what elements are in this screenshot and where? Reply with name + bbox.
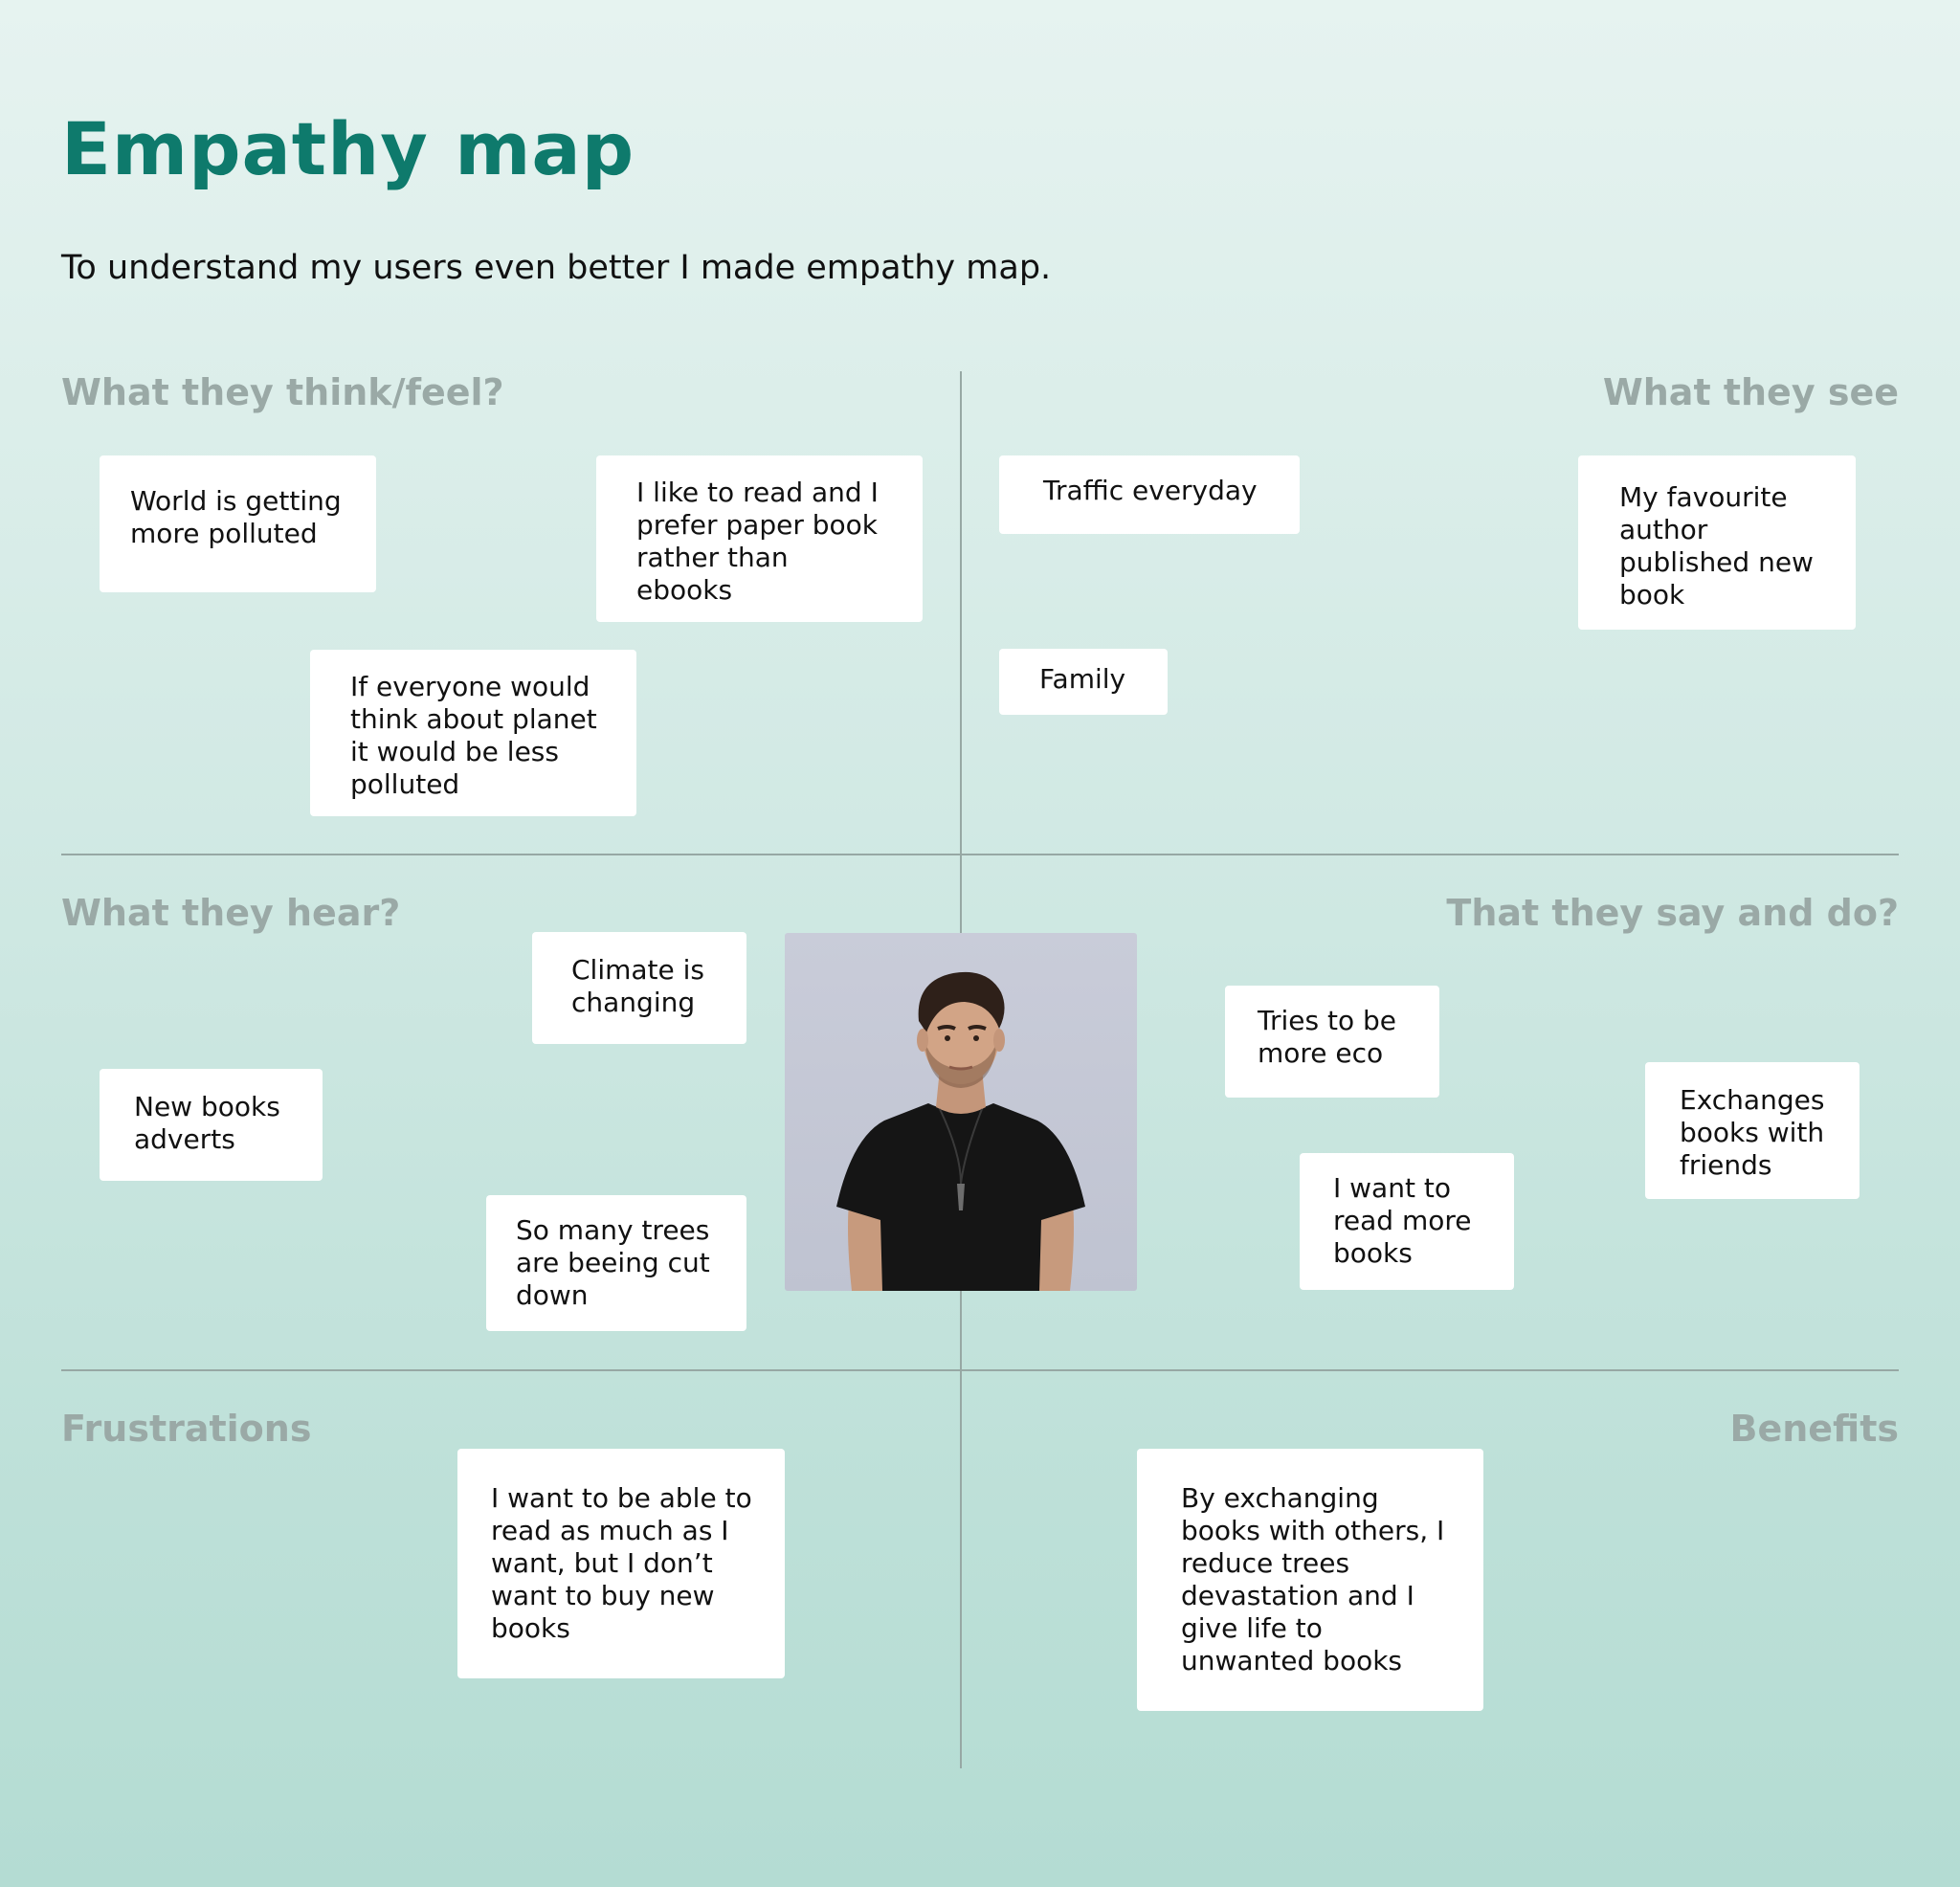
page-title: Empathy map	[61, 106, 635, 191]
sticky-note: World is getting more polluted	[100, 455, 376, 592]
horizontal-divider-top	[61, 854, 1899, 855]
section-title-think-feel: What they think/feel?	[61, 371, 504, 413]
sticky-note: I want to read more books	[1300, 1153, 1514, 1290]
sticky-note: Family	[999, 649, 1168, 715]
section-title-benefits: Benefits	[1729, 1408, 1899, 1450]
sticky-note: So many trees are beeing cut down	[486, 1195, 746, 1331]
section-title-say-do: That they say and do?	[1446, 892, 1899, 934]
sticky-note: By exchanging books with others, I reduc…	[1137, 1449, 1483, 1711]
horizontal-divider-bottom	[61, 1369, 1899, 1371]
sticky-note: Tries to be more eco	[1225, 986, 1439, 1098]
sticky-note: New books adverts	[100, 1069, 323, 1181]
sticky-note: I like to read and I prefer paper book r…	[596, 455, 923, 622]
sticky-note: Climate is changing	[532, 932, 746, 1044]
sticky-note: I want to be able to read as much as I w…	[457, 1449, 785, 1678]
sticky-note: Traffic everyday	[999, 455, 1300, 534]
sticky-note: Exchanges books with friends	[1645, 1062, 1860, 1199]
user-persona-photo	[785, 933, 1137, 1291]
page-subtitle: To understand my users even better I mad…	[61, 249, 1052, 287]
sticky-note: My favourite author published new book	[1578, 455, 1856, 630]
section-title-hear: What they hear?	[61, 892, 401, 934]
sticky-note: If everyone would think about planet it …	[310, 650, 636, 816]
section-title-frustrations: Frustrations	[61, 1408, 312, 1450]
section-title-see: What they see	[1602, 371, 1899, 413]
